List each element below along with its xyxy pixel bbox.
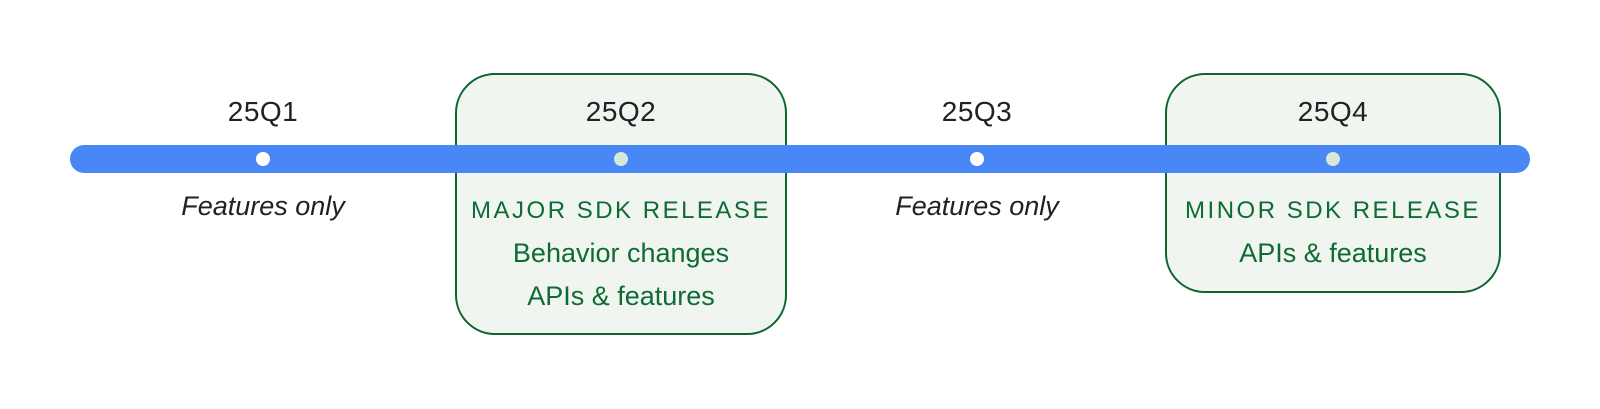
timeline-dot-25q2	[614, 152, 628, 166]
timeline-dot-25q1	[256, 152, 270, 166]
release-box-25q4	[1165, 73, 1501, 293]
quarter-25q3: 25Q3 Features only	[807, 0, 1147, 409]
release-detail: APIs & features	[1239, 238, 1427, 268]
quarter-25q1: 25Q1 Features only	[93, 0, 433, 409]
quarter-note: Features only	[895, 191, 1059, 221]
release-detail: Behavior changes	[512, 238, 730, 268]
quarter-label: 25Q4	[1297, 96, 1369, 127]
release-title: MINOR SDK RELEASE	[1185, 197, 1481, 224]
timeline-dot-25q3	[970, 152, 984, 166]
release-title: MAJOR SDK RELEASE	[471, 197, 771, 224]
quarter-label: 25Q2	[585, 96, 657, 127]
quarter-note: Features only	[181, 191, 345, 221]
quarter-25q2: 25Q2 MAJOR SDK RELEASE Behavior changes …	[451, 0, 791, 409]
timeline-bar	[70, 145, 1530, 173]
timeline-dot-25q4	[1326, 152, 1340, 166]
quarter-label: 25Q1	[227, 96, 299, 127]
release-detail: APIs & features	[527, 281, 715, 311]
quarter-label: 25Q3	[941, 96, 1013, 127]
release-box-25q2	[455, 73, 787, 335]
quarter-25q4: 25Q4 MINOR SDK RELEASE APIs & features	[1163, 0, 1503, 409]
